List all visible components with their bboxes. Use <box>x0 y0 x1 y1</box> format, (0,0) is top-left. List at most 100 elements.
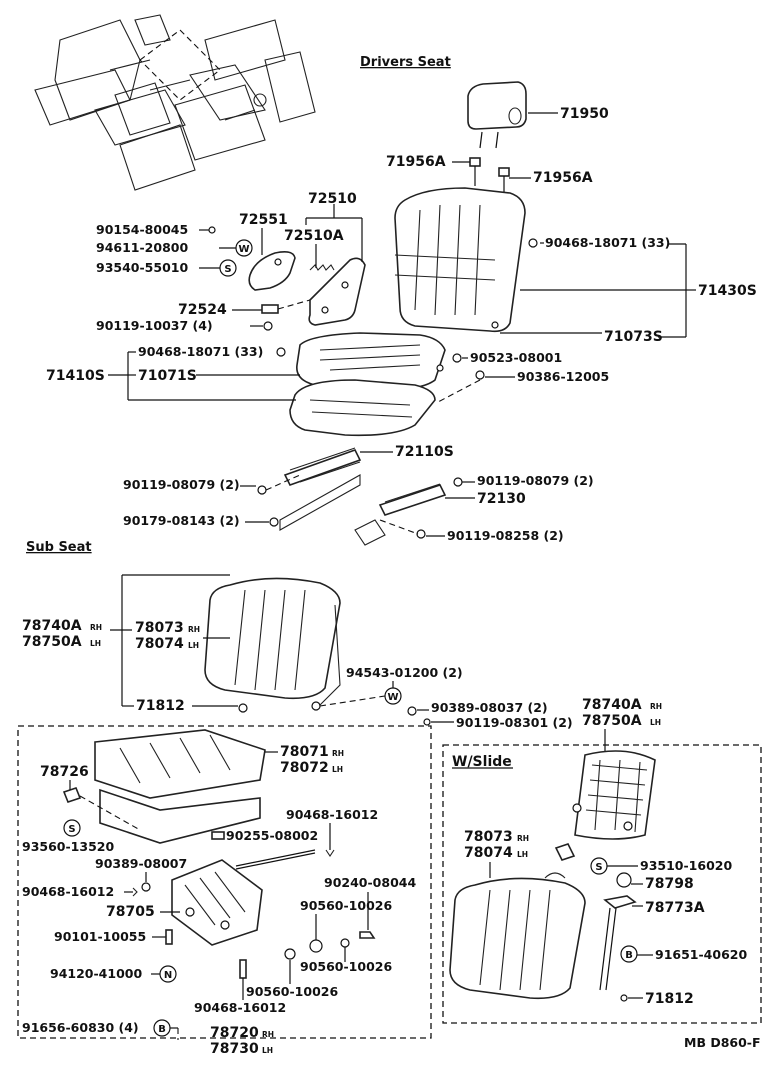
mark-lh-3: LH <box>332 765 343 774</box>
label-71956A-right: 71956A <box>533 170 593 186</box>
driver-seat-frame <box>289 379 436 437</box>
label-72110S: 72110S <box>395 444 454 460</box>
label-71073S: 71073S <box>604 329 663 345</box>
label-71950: 71950 <box>560 106 609 122</box>
spring-callout-3-letter: S <box>595 862 602 873</box>
label-90389-08037: 90389-08037 (2) <box>431 700 548 715</box>
recliner-bracket <box>308 257 366 326</box>
bolt-callout-2-letter: B <box>625 950 633 961</box>
mark-rh-4: RH <box>262 1030 274 1039</box>
label-90154-80045: 90154-80045 <box>96 222 188 237</box>
label-91651-40620: 91651-40620 <box>655 947 747 962</box>
label-78074-a: 78074 <box>135 636 184 652</box>
clip-hook <box>544 872 566 879</box>
label-78073-b: 78073 <box>464 829 513 845</box>
slide-rod <box>599 907 611 991</box>
label-94120-41000: 94120-41000 <box>50 966 142 981</box>
bushing-72524 <box>261 304 279 314</box>
latch-78773A <box>603 895 637 909</box>
mark-rh-2: RH <box>188 625 200 634</box>
label-78705: 78705 <box>106 904 155 920</box>
recliner-spring <box>309 264 335 271</box>
track-bracket <box>354 519 386 546</box>
label-72551: 72551 <box>239 212 288 228</box>
bolt-90468-16012 <box>239 959 247 979</box>
washer-callout-2-letter: W <box>387 692 398 703</box>
w-slide-seatback-frame <box>572 750 656 840</box>
mark-lh-1: LH <box>90 639 101 648</box>
label-90119-08079-right: 90119-08079 (2) <box>477 473 594 488</box>
track-rail-left <box>279 474 361 531</box>
label-71410S: 71410S <box>46 368 105 384</box>
seat-layout-thumbnail <box>34 14 316 191</box>
spring-callout-2 <box>63 819 81 837</box>
seat-track-72110S <box>283 447 362 486</box>
w-slide-box <box>442 744 762 1024</box>
sub-seat-cushion <box>94 729 266 844</box>
label-72524: 72524 <box>178 302 227 318</box>
w-slide-header: W/Slide <box>452 754 512 770</box>
label-78730: 78730 <box>210 1041 259 1057</box>
spring-callout-1-letter: S <box>224 264 231 275</box>
washer-callout-1-letter: W <box>238 244 249 255</box>
sub-seat-frame-78705 <box>171 859 263 946</box>
label-78720: 78720 <box>210 1025 259 1041</box>
label-78071: 78071 <box>280 744 329 760</box>
rod-90255 <box>235 849 316 867</box>
label-90468-18071-33-a: 90468-18071 (33) <box>545 235 670 250</box>
clip-78726 <box>62 787 82 803</box>
label-72130: 72130 <box>477 491 526 507</box>
label-71812-b: 71812 <box>645 991 694 1007</box>
driver-seat-cushion <box>296 332 446 392</box>
driver-seatback <box>394 187 526 333</box>
sub-seat-cushion-box <box>17 725 432 1039</box>
mark-lh-5: LH <box>650 718 661 727</box>
label-78726: 78726 <box>40 764 89 780</box>
cap-78798 <box>616 872 632 888</box>
label-90255-08002: 90255-08002 <box>226 828 318 843</box>
label-78073-a: 78073 <box>135 620 184 636</box>
label-90560-10026-a: 90560-10026 <box>300 898 392 913</box>
label-72510A: 72510A <box>284 228 344 244</box>
label-78750A-a: 78750A <box>22 634 82 650</box>
label-90101-10055: 90101-10055 <box>54 929 146 944</box>
label-91656-60830: 91656-60830 (4) <box>22 1020 139 1035</box>
headrest-support-left <box>469 157 481 186</box>
seat-track-72130 <box>378 483 447 516</box>
label-90468-16012-b: 90468-16012 <box>22 884 114 899</box>
mark-lh-4: LH <box>262 1046 273 1055</box>
label-78750A-b: 78750A <box>582 713 642 729</box>
mark-rh-3: RH <box>332 749 344 758</box>
mark-lh-2: LH <box>188 641 199 650</box>
drawing-code: MB D860-F <box>684 1035 761 1050</box>
label-71956A-left: 71956A <box>386 154 446 170</box>
w-slide-seatback <box>449 877 586 1000</box>
headrest <box>467 81 527 149</box>
mark-lh-6: LH <box>517 850 528 859</box>
label-72510: 72510 <box>308 191 357 207</box>
bolt-callout-2 <box>620 945 638 963</box>
recliner-knob <box>248 251 296 291</box>
label-90389-08007: 90389-08007 <box>95 856 187 871</box>
label-90119-08079-left: 90119-08079 (2) <box>123 477 240 492</box>
label-78740A-a: 78740A <box>22 618 82 634</box>
label-90468-18071-33-b: 90468-18071 (33) <box>138 344 263 359</box>
label-71430S: 71430S <box>698 283 757 299</box>
mark-rh-1: RH <box>90 623 102 632</box>
label-93540-55010: 93540-55010 <box>96 260 188 275</box>
label-90523-08001: 90523-08001 <box>470 350 562 365</box>
label-78074-b: 78074 <box>464 845 513 861</box>
nut-callout-letter: N <box>164 970 172 981</box>
clip-w-slide <box>554 843 576 861</box>
label-90179-08143: 90179-08143 (2) <box>123 513 240 528</box>
label-90240-08044: 90240-08044 <box>324 875 416 890</box>
mark-rh-6: RH <box>517 834 529 843</box>
label-90560-10026-c: 90560-10026 <box>246 984 338 999</box>
label-90468-16012-c: 90468-16012 <box>194 1000 286 1015</box>
label-90468-16012-a: 90468-16012 <box>286 807 378 822</box>
label-78072: 78072 <box>280 760 329 776</box>
label-90119-10037: 90119-10037 (4) <box>96 318 213 333</box>
sub-seat-header: Sub Seat <box>26 540 92 555</box>
label-90119-08301: 90119-08301 (2) <box>456 715 573 730</box>
